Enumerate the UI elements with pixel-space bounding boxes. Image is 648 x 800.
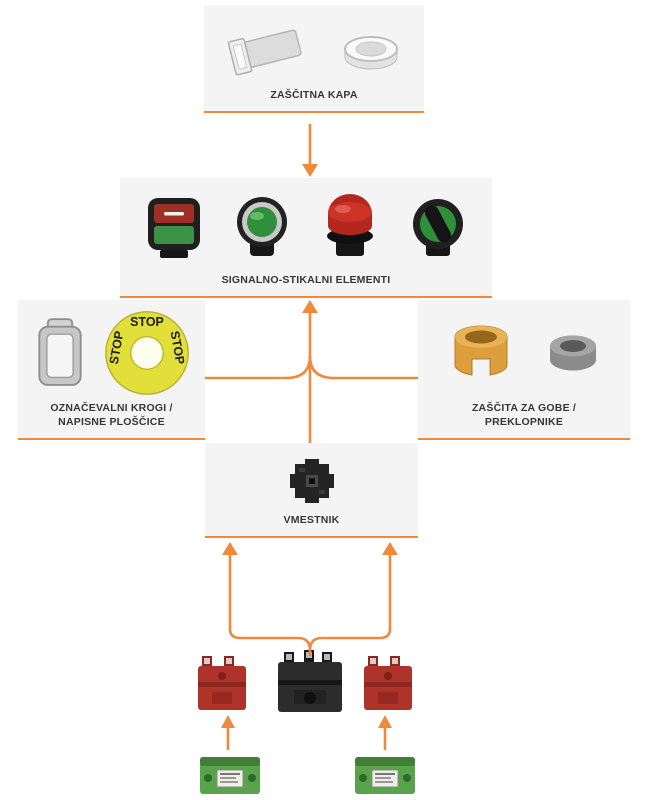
- guards-label-line1: ZAŠČITA ZA GOBE /: [471, 401, 577, 414]
- contact-block-red-right-image: [364, 656, 412, 710]
- switch-elements-box: SIGNALNO-STIKALNI ELEMENTI: [120, 178, 492, 298]
- contact-block-black-image: [278, 650, 342, 712]
- protective-tube-image: [227, 29, 302, 76]
- guards-images: [418, 306, 630, 401]
- protective-cap-box: ZAŠČITNA KAPA: [204, 5, 424, 113]
- guards-label-line2: PREKLOPNIKE: [484, 415, 564, 428]
- gray-collar-image: [550, 335, 596, 371]
- switch-elements-images: [120, 184, 492, 273]
- marking-rings-label: OZNAČEVALNI KROGI / NAPISNE PLOŠČICE: [50, 401, 172, 438]
- branch-contacts-right: [308, 554, 392, 651]
- terminal-block-green-right-image: [355, 757, 415, 794]
- branch-contacts-left: [228, 554, 312, 656]
- green-pushbutton-image: [237, 197, 287, 257]
- marking-rings-box: STOP STOP STOP OZNAČEVALNI KROGI / NAPIS…: [18, 300, 205, 440]
- selector-switch-image: [413, 199, 463, 257]
- stop-text-top: STOP: [130, 315, 164, 329]
- arrowhead-up-center-icon: [302, 300, 318, 313]
- protective-cap-image: [344, 36, 398, 70]
- adapter-label: VMESTNIK: [283, 513, 340, 526]
- adapter-image: [289, 458, 334, 503]
- branch-guards: [308, 355, 418, 380]
- arrowhead-terminal-left-icon: [221, 715, 235, 728]
- adapter-images: [205, 449, 418, 513]
- guards-label: ZAŠČITA ZA GOBE / PREKLOPNIKE: [472, 401, 576, 438]
- branch-marking-rings: [205, 355, 312, 380]
- arrowhead-up-right-icon: [382, 542, 398, 555]
- adapter-box: VMESTNIK: [205, 443, 418, 538]
- stop-ring-image: STOP STOP STOP: [104, 311, 189, 396]
- switch-elements-label: SIGNALNO-STIKALNI ELEMENTI: [221, 273, 391, 286]
- terminal-block-green-left-image: [200, 757, 260, 794]
- label-holder-image: [37, 318, 82, 387]
- emergency-stop-button-image: [327, 194, 373, 257]
- marking-rings-label-line1: OZNAČEVALNI KROGI /: [50, 401, 173, 414]
- marking-rings-label-line2: NAPISNE PLOŠČICE: [58, 415, 165, 428]
- stop-text-left: STOP: [106, 330, 126, 366]
- protective-cap-images: [204, 11, 424, 88]
- contact-block-red-left-image: [198, 656, 246, 710]
- guards-box: ZAŠČITA ZA GOBE / PREKLOPNIKE: [418, 300, 630, 440]
- protective-cap-label: ZAŠČITNA KAPA: [270, 88, 358, 101]
- mushroom-guard-image: [454, 325, 508, 376]
- arrowhead-down-icon: [302, 164, 318, 177]
- dual-pushbutton-image: [148, 198, 200, 259]
- arrowhead-terminal-right-icon: [378, 715, 392, 728]
- stop-text-right: STOP: [167, 330, 187, 366]
- marking-rings-images: STOP STOP STOP: [18, 306, 205, 401]
- arrowhead-up-left-icon: [222, 542, 238, 555]
